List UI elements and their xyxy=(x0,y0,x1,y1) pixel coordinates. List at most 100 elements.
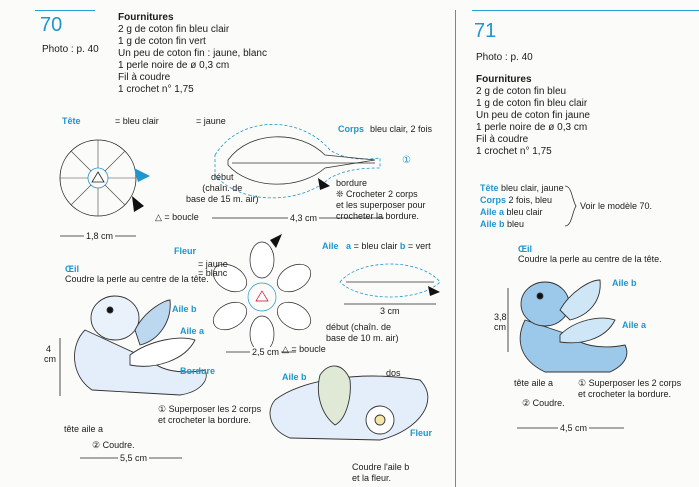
start-marker: ① xyxy=(402,155,411,166)
superpose-note-70: ① Superposer les 2 corps et crocheter la… xyxy=(158,404,261,426)
supply-item: Un peu de coton fin : jaune, blanc xyxy=(118,48,267,59)
head-wing-labels-70: tête aile a xyxy=(64,424,104,434)
note-line: et la fleur. xyxy=(352,473,392,483)
dim-4-3: 4,3 cm xyxy=(288,213,320,224)
sew-wing-note: Coudre l'aile b et la fleur. xyxy=(352,462,409,484)
part-desc: 2 fois, bleu xyxy=(508,195,553,205)
note-line: base de 15 m. air) xyxy=(186,194,259,204)
note-line: début (chaîn. de xyxy=(326,322,392,332)
flower-label: Fleur xyxy=(174,246,197,256)
wing-start-note: début (chaîn. de base de 10 m. air) xyxy=(326,322,399,344)
supply-item: 1 perle noire de ø 0,3 cm xyxy=(118,60,230,71)
wing-b-back-tag: Aile b xyxy=(282,372,307,382)
dim-1-8: 1,8 cm xyxy=(84,231,116,242)
note-line: ① Superposer les 2 corps xyxy=(578,378,682,388)
part-name: Aile a xyxy=(480,207,505,217)
wing-a-tag-71: Aile a xyxy=(622,320,647,330)
model-number-71: 71 xyxy=(474,20,497,42)
flower-legend-1: = jaune xyxy=(198,259,228,269)
flower-legend-2: = blanc xyxy=(198,268,228,278)
wing-a-key: a xyxy=(346,241,352,251)
see-model-note: Voir le modèle 70. xyxy=(580,201,653,211)
note-line: Coudre l'aile b xyxy=(352,462,410,472)
supply-item: 1 crochet n° 1,75 xyxy=(476,146,552,157)
body-colors: bleu clair, 2 fois xyxy=(370,124,433,134)
wing-a-color: = bleu clair xyxy=(353,241,398,251)
superpose-note-71: ① Superposer les 2 corps et crocheter la… xyxy=(578,378,681,400)
sew-note-71: ② Coudre. xyxy=(522,398,565,408)
part-desc: bleu clair xyxy=(506,207,543,217)
dim-4-5: 4,5 cm xyxy=(558,423,590,434)
head-wing-labels-71: tête aile a xyxy=(514,378,554,388)
border-tag: Bordure xyxy=(180,366,216,376)
dim-2-5: 2,5 cm xyxy=(250,347,282,358)
supply-item: 2 g de coton fin bleu clair xyxy=(118,24,230,35)
boucle-legend: △ = boucle xyxy=(155,212,199,222)
note-line: ① Superposer les 2 corps xyxy=(158,404,262,414)
eye-label-71: Œil xyxy=(518,244,533,254)
supplies-71: Fournitures 2 g de coton fin bleu 1 g de… xyxy=(476,74,590,158)
supplies-title: Fournitures xyxy=(476,74,532,85)
rule-right xyxy=(472,10,699,11)
supply-item: Fil à coudre xyxy=(118,72,171,83)
part-desc: bleu clair, jaune xyxy=(501,183,564,193)
dim-3-8: 3,8 xyxy=(494,312,507,322)
rule-left xyxy=(35,10,95,11)
brace xyxy=(564,185,577,227)
photo-ref-70: Photo : p. 40 xyxy=(42,44,99,55)
wing-a-tag: Aile a xyxy=(180,326,205,336)
dim-4-unit: cm xyxy=(44,354,56,364)
part-row: Tête bleu clair, jaune xyxy=(480,182,564,194)
note-line: début xyxy=(211,172,234,182)
dim-4: 4 xyxy=(46,344,52,354)
note-line: et les superposer pour xyxy=(336,200,426,210)
note-line: et crocheter la bordure. xyxy=(158,415,252,425)
wing-b-key: b xyxy=(399,241,406,251)
wing-legend: Aile a = bleu clair b = vert xyxy=(322,241,431,252)
bordure-note: bordure ❊ Crocheter 2 corps et les super… xyxy=(336,178,426,222)
dim-3: 3 cm xyxy=(378,306,402,317)
flower-tag: Fleur xyxy=(410,428,433,438)
part-row: Corps 2 fois, bleu xyxy=(480,194,564,206)
note-line: ❊ Crocheter 2 corps xyxy=(336,189,418,199)
note-line: et crocheter la bordure. xyxy=(578,389,672,399)
back-view-drawing xyxy=(269,365,429,441)
wing-chart xyxy=(339,263,441,298)
wing-label: Aile xyxy=(322,241,339,251)
part-desc: bleu xyxy=(507,219,525,229)
note-line: crocheter la bordure. xyxy=(336,211,420,221)
head-chart xyxy=(59,139,150,217)
part-name: Aile b xyxy=(480,219,505,229)
head-label: Tête xyxy=(62,116,81,126)
body-start-note: début (chaîn. de base de 15 m. air) xyxy=(186,172,259,205)
flower-chart xyxy=(212,234,312,353)
parts-list-71: Tête bleu clair, jaune Corps 2 fois, ble… xyxy=(480,182,564,230)
body-label: Corps xyxy=(338,124,365,134)
photo-ref-71: Photo : p. 40 xyxy=(476,52,533,63)
head-legend-1: = bleu clair xyxy=(115,116,159,126)
column-divider xyxy=(455,10,456,487)
supply-item: 1 perle noire de ø 0,3 cm xyxy=(476,122,588,133)
back-label: dos xyxy=(386,368,401,378)
model-number-70: 70 xyxy=(40,14,63,36)
wing-b-tag-71: Aile b xyxy=(612,278,637,288)
bird-70-drawing xyxy=(74,295,207,396)
note-line: base de 10 m. air) xyxy=(326,333,399,343)
supply-item: Un peu de coton fin jaune xyxy=(476,110,590,121)
part-name: Corps xyxy=(480,195,507,205)
wing-b-color: = vert xyxy=(407,241,431,251)
bird-71-drawing xyxy=(519,279,628,373)
part-row: Aile a bleu clair xyxy=(480,206,564,218)
boucle-legend-2: △ = boucle xyxy=(282,344,326,354)
note-line: (chaîn. de xyxy=(202,183,243,193)
supply-item: 1 g de coton fin bleu clair xyxy=(476,98,588,109)
dim-5-5: 5,5 cm xyxy=(118,453,150,464)
eye-note-71: Coudre la perle au centre de la tête. xyxy=(518,254,662,264)
wing-b-tag: Aile b xyxy=(172,304,197,314)
supply-item: 1 g de coton fin vert xyxy=(118,36,206,47)
supply-item: Fil à coudre xyxy=(476,134,529,145)
supplies-title: Fournitures xyxy=(118,12,174,23)
supplies-70: Fournitures 2 g de coton fin bleu clair … xyxy=(118,12,267,96)
sew-note-70: ② Coudre. xyxy=(92,440,135,450)
note-line: bordure xyxy=(336,178,368,188)
